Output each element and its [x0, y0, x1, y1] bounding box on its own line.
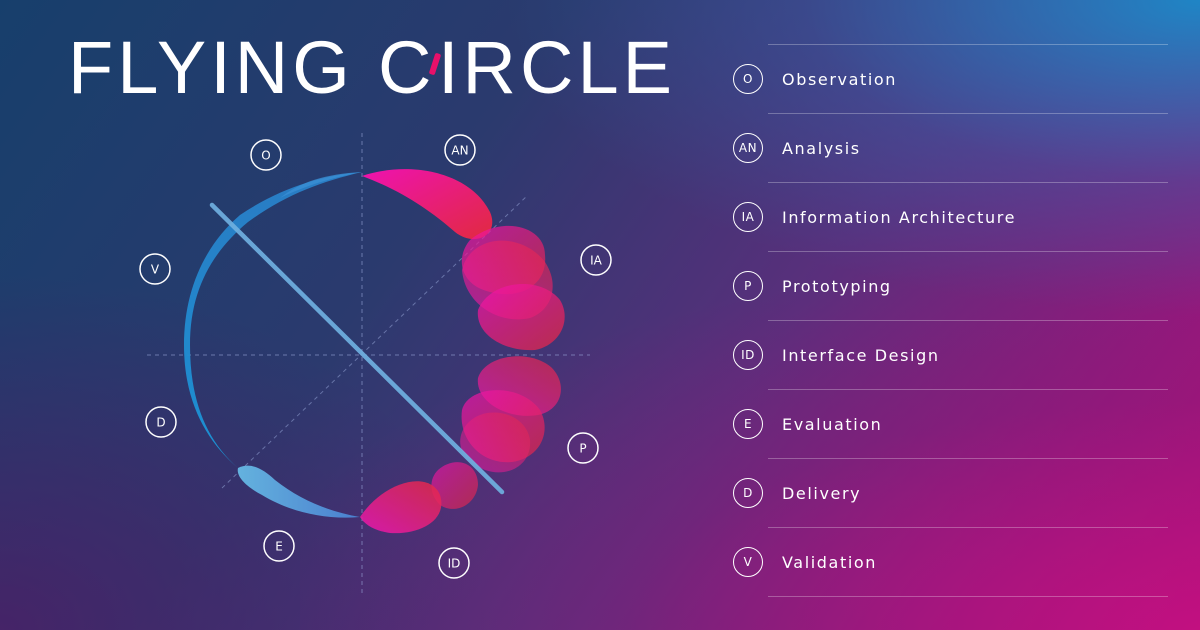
legend-label: Prototyping — [782, 276, 892, 296]
brand-logo: FLYING C IRCLE — [68, 26, 676, 109]
legend-badge: ID — [733, 340, 763, 370]
legend-label: Interface Design — [782, 345, 940, 365]
node-information-architecture: IA — [580, 244, 612, 276]
legend-item-information-architecture: IA Information Architecture — [733, 183, 1168, 252]
process-circle-diagram: O AN IA P ID E D V — [139, 133, 612, 596]
node-label-delivery: D — [156, 416, 165, 430]
node-label-validation: V — [151, 263, 160, 277]
legend-label: Evaluation — [782, 414, 883, 434]
brand-word-flying: FLYING — [68, 26, 354, 109]
node-observation: O — [250, 139, 282, 171]
legend-badge: E — [733, 409, 763, 439]
ribbon-observation-validation — [184, 172, 362, 468]
legend-item-evaluation: E Evaluation — [733, 390, 1168, 459]
legend-label: Analysis — [782, 138, 861, 158]
node-label-evaluation: E — [275, 540, 283, 554]
legend-label: Validation — [782, 552, 878, 572]
brand-accent-mark — [429, 53, 441, 75]
legend-item-prototyping: P Prototyping — [733, 252, 1168, 321]
legend-item-delivery: D Delivery — [733, 459, 1168, 528]
node-interface-design: ID — [438, 547, 470, 579]
legend-badge: D — [733, 478, 763, 508]
legend-item-analysis: AN Analysis — [733, 114, 1168, 183]
node-evaluation: E — [263, 530, 295, 562]
brand-word-ircle: IRCLE — [438, 26, 676, 109]
ribbon-evaluation — [237, 465, 360, 518]
legend-item-validation: V Validation — [733, 528, 1168, 597]
node-label-information-architecture: IA — [590, 254, 603, 268]
brand-letter-c: C — [378, 26, 435, 109]
petal-id-1 — [431, 462, 478, 509]
legend-label: Observation — [782, 69, 898, 89]
node-prototyping: P — [567, 432, 599, 464]
petal-ia-3 — [477, 283, 565, 351]
petal-analysis — [362, 169, 493, 240]
legend-badge: IA — [733, 202, 763, 232]
node-label-observation: O — [261, 149, 270, 163]
node-analysis: AN — [444, 134, 476, 166]
legend-badge: O — [733, 64, 763, 94]
node-label-prototyping: P — [579, 442, 586, 456]
node-delivery: D — [145, 406, 177, 438]
petal-id-2 — [360, 481, 442, 534]
legend-label: Delivery — [782, 483, 862, 503]
legend-item-interface-design: ID Interface Design — [733, 321, 1168, 390]
legend-badge: V — [733, 547, 763, 577]
legend-item-observation: O Observation — [733, 45, 1168, 114]
legend-badge: AN — [733, 133, 763, 163]
node-label-analysis: AN — [451, 144, 468, 158]
diagonal-bar — [209, 202, 505, 495]
phase-legend: O Observation AN Analysis IA Information… — [733, 44, 1168, 597]
legend-label: Information Architecture — [782, 207, 1017, 227]
background-glow-top — [500, 0, 1200, 320]
node-validation: V — [139, 253, 171, 285]
legend-badge: P — [733, 271, 763, 301]
background-glow-left — [0, 270, 500, 630]
petal-p-3 — [460, 412, 531, 473]
node-label-interface-design: ID — [448, 557, 461, 571]
